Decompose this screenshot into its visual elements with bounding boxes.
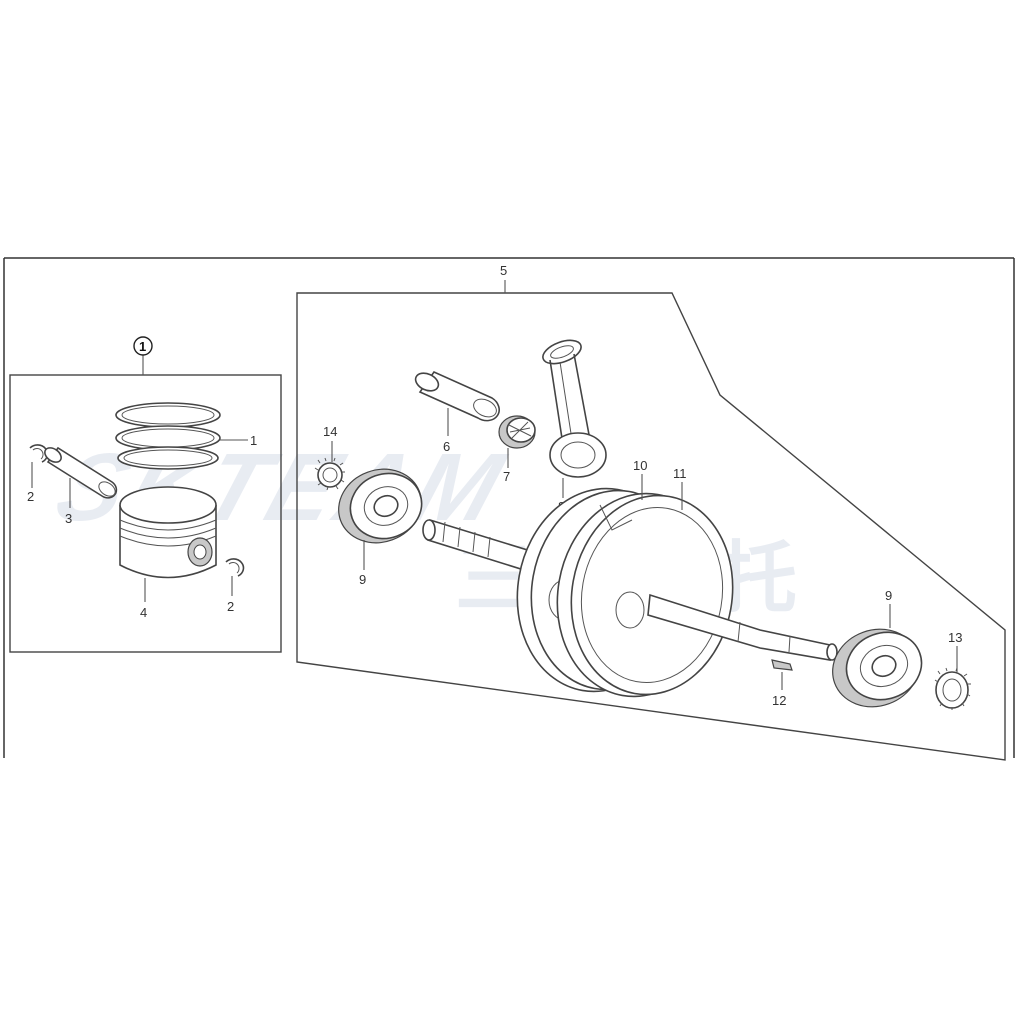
piston <box>119 486 217 579</box>
callout-key: 12 <box>772 693 786 708</box>
diagram-frame <box>3 257 1015 758</box>
callout-flywheel-right: 11 <box>673 466 687 481</box>
bearing-right <box>832 628 923 708</box>
piston-group: 1 1 2 3 <box>9 336 282 653</box>
connecting-rod <box>542 339 607 478</box>
crankshaft <box>422 487 838 698</box>
circlip-left <box>29 444 49 463</box>
piston-pin <box>44 446 118 499</box>
callout-piston-pin: 3 <box>65 511 72 526</box>
oil-seal-left <box>314 457 345 491</box>
callout-flywheel-left: 10 <box>633 458 647 473</box>
callout-oil-seal-left: 14 <box>323 424 337 439</box>
callout-crank-pin: 6 <box>443 439 450 454</box>
callout-oil-seal-right: 13 <box>948 630 962 645</box>
callout-assembly-piston: 1 <box>139 339 146 354</box>
callout-piston: 4 <box>140 605 147 620</box>
piston-rings <box>115 402 221 470</box>
callout-crankshaft-assembly: 5 <box>500 263 507 278</box>
callout-needle-bearing: 7 <box>503 469 510 484</box>
oil-seal-right <box>934 667 971 710</box>
assembly-callout-circle <box>133 336 153 356</box>
crankshaft-group: 5 14 9 6 <box>296 263 1006 761</box>
crank-pin <box>414 370 500 422</box>
callout-piston-ring: 1 <box>250 433 257 448</box>
callout-circlip-left: 2 <box>27 489 34 504</box>
callout-bearing-right: 9 <box>885 588 892 603</box>
callout-circlip-right: 2 <box>227 599 234 614</box>
needle-bearing <box>498 415 536 449</box>
woodruff-key <box>771 659 793 671</box>
callout-bearing-left: 9 <box>359 572 366 587</box>
bearing-left <box>338 468 423 544</box>
circlip-right <box>225 558 245 577</box>
